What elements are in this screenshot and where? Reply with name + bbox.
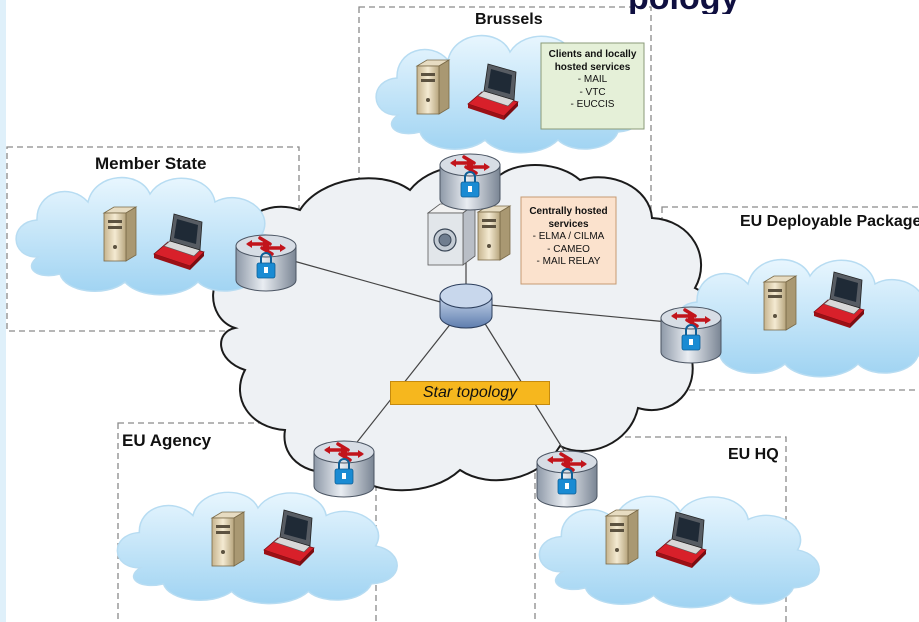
router-brussels-icon (438, 152, 502, 212)
router-eu-deployable-icon (659, 305, 723, 365)
router-eu-hq-icon (535, 449, 599, 509)
router-eu-agency-icon (312, 439, 376, 499)
note-central-item: - ELMA / CILMA (532, 231, 605, 242)
hub-switch-icon (439, 283, 493, 329)
link-eu-deployable (489, 304, 669, 323)
star-topology-label: Star topology (390, 381, 550, 405)
note-box-brussels-clients (540, 42, 645, 130)
note-central-services: Centrally hosted services - ELMA / CILMA… (524, 206, 613, 269)
link-member-state (289, 259, 445, 304)
note-central-item: - MAIL RELAY (536, 256, 601, 267)
server-tower-eu-deployable-icon (763, 275, 797, 331)
region-label-eu-agency: EU Agency (122, 431, 212, 450)
note-brussels-item: - EUCCIS (570, 99, 615, 110)
note-brussels-item: - MAIL (577, 74, 608, 85)
cloud-eu-agency (116, 491, 398, 605)
central-storage-server-icon (426, 203, 477, 266)
note-box-central-services (520, 196, 617, 285)
server-tower-eu-hq-icon (605, 509, 639, 565)
note-brussels-heading: Clients and locally hosted services (548, 49, 637, 73)
region-label-brussels: Brussels (475, 11, 543, 28)
note-central-heading: Centrally hosted services (529, 206, 608, 230)
note-brussels-clients: Clients and locally hosted services - MA… (545, 49, 640, 112)
note-central-item: - CAMEO (547, 243, 590, 255)
router-member-state-icon (234, 233, 298, 293)
region-label-eu-hq: EU HQ (728, 446, 779, 463)
server-tower-member-state-icon (103, 206, 137, 262)
region-label-member-state: Member State (95, 154, 207, 173)
server-tower-eu-agency-icon (211, 511, 245, 567)
note-brussels-item: - VTC (579, 86, 606, 98)
region-label-eu-deployable: EU Deployable Package (740, 213, 919, 230)
server-tower-brussels-icon (416, 59, 450, 115)
left-edge-strip (0, 0, 6, 622)
central-tower-server-icon (477, 205, 511, 261)
diagram-title-fragment: pology (628, 0, 919, 14)
